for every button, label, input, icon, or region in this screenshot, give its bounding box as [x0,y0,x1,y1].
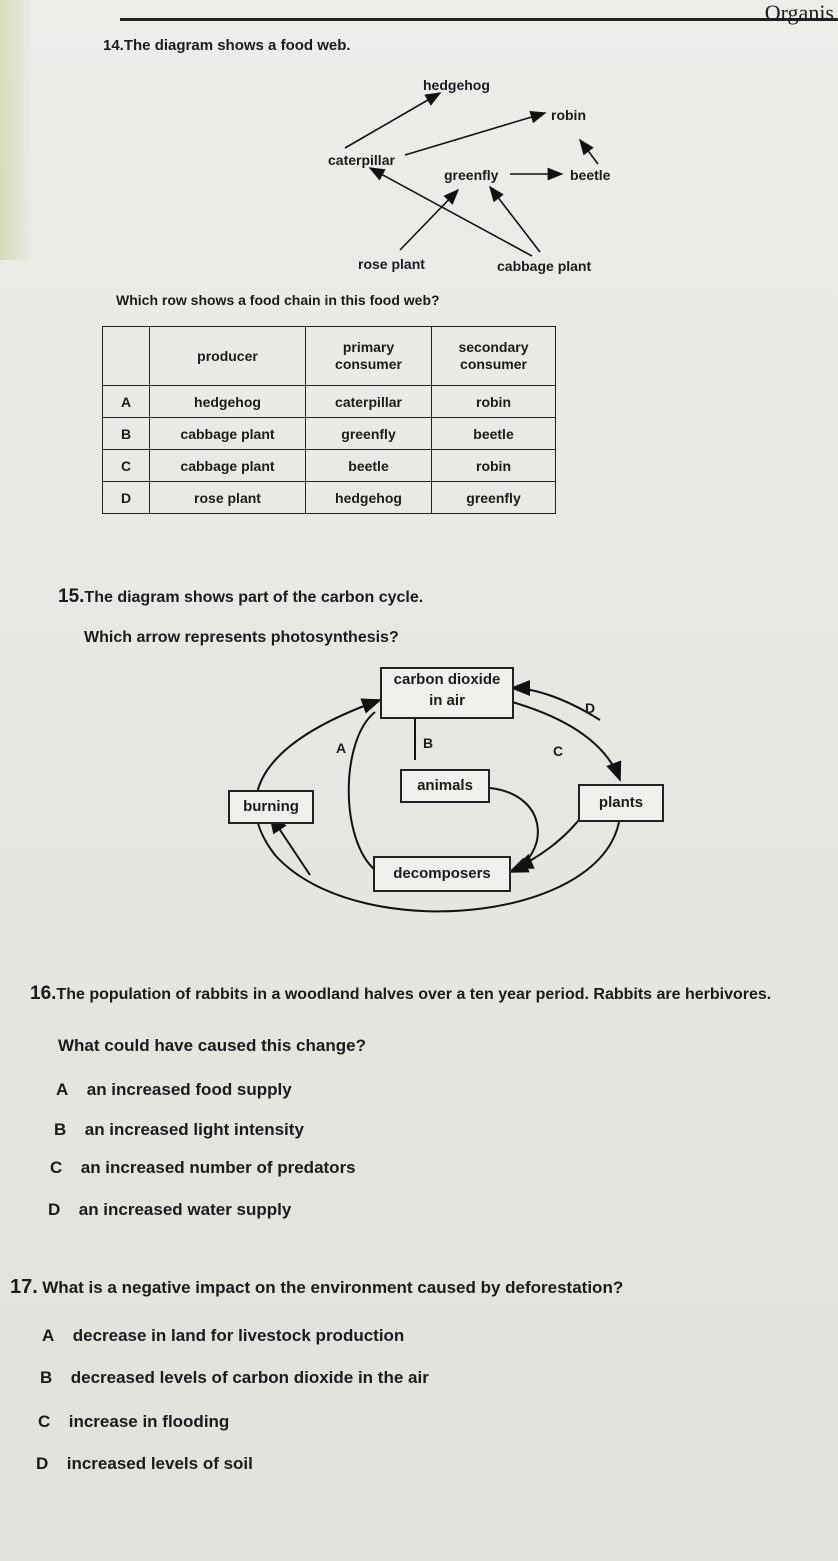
q16-option-c[interactable]: C an increased number of predators [50,1158,356,1178]
q16-option-b[interactable]: B an increased light intensity [54,1120,304,1140]
box-plants: plants [578,784,664,822]
arrow-caterpillar-hedgehog [344,92,442,149]
q16-title: The population of rabbits in a woodland … [56,986,772,1003]
option-letter: C [38,1412,51,1431]
arrow-label-d: D [585,700,596,716]
row-letter: B [102,417,150,450]
q15-title: The diagram shows part of the carbon cyc… [84,589,424,606]
arrow-label-a: A [336,740,347,756]
q15-prompt: Which arrow represents photosynthesis? [84,629,399,646]
table-header-producer: producer [149,326,306,386]
arrow-cabbage-caterpillar [368,167,533,257]
option-text: decreased levels of carbon dioxide in th… [70,1368,429,1387]
header-section-title: Organis [764,0,834,25]
q14-heading: 14.The diagram shows a food web. [103,37,351,54]
box-carbon-dioxide: carbon dioxide in air [380,667,514,719]
option-text: an increased food supply [86,1080,292,1099]
q15-heading: 15.The diagram shows part of the carbon … [58,586,423,608]
arrow-roseplant-greenfly [399,188,460,251]
option-letter: B [54,1120,67,1139]
option-text: an increased light intensity [84,1120,304,1139]
q17-title: What is a negative impact on the environ… [42,1278,624,1297]
web-label-robin: robin [551,107,586,123]
q17-heading: 17. What is a negative impact on the env… [10,1276,623,1299]
box-burning: burning [228,790,314,824]
row-letter: A [102,385,150,418]
q17-option-d[interactable]: D increased levels of soil [36,1454,253,1474]
arrow-label-b: B [423,735,434,751]
web-label-cabbage-plant: cabbage plant [497,258,592,274]
q17-option-b[interactable]: B decreased levels of carbon dioxide in … [40,1368,429,1388]
row-secondary: beetle [431,417,556,450]
option-text: decrease in land for livestock productio… [72,1326,405,1345]
row-primary: greenfly [305,417,432,450]
arrow-to-burning [268,813,311,876]
q17-option-c[interactable]: C increase in flooding [38,1412,229,1432]
row-producer: hedgehog [149,385,306,418]
option-letter: A [42,1326,55,1345]
table-row: A hedgehog caterpillar robin [102,385,556,418]
q14-number: 14. [103,37,124,54]
option-letter: D [36,1454,49,1473]
arrow-label-c: C [553,743,564,759]
table-row: C cabbage plant beetle robin [102,449,556,482]
box-co2-line1: carbon dioxide [393,671,501,688]
q16-heading: 16.The population of rabbits in a woodla… [30,983,771,1005]
arrow-caterpillar-robin [404,111,547,156]
arrow-c-air-to-plants [504,699,622,782]
web-label-rose-plant: rose plant [358,256,425,272]
box-animals: animals [400,769,490,803]
option-text: increase in flooding [68,1412,230,1431]
q15-number: 15. [58,586,85,607]
web-label-caterpillar: caterpillar [328,152,395,168]
table-header-empty [102,326,150,386]
box-decomposers: decomposers [373,856,511,892]
option-text: an increased number of predators [80,1158,356,1177]
table-header-secondary: secondary consumer [431,326,556,386]
arrow-beetle-robin [579,138,599,165]
row-producer: cabbage plant [149,417,306,450]
food-web-diagram [344,92,599,257]
q14-title: The diagram shows a food web. [123,37,351,54]
row-primary: beetle [305,449,432,482]
web-label-beetle: beetle [570,167,611,183]
arrow-d-plants-to-air [510,680,601,721]
q16-prompt: What could have caused this change? [58,1036,366,1055]
box-co2-line2: in air [429,692,465,709]
q14-prompt: Which row shows a food chain in this foo… [116,292,440,308]
food-chain-table: producer primary consumer secondary cons… [102,326,556,514]
option-letter: B [40,1368,53,1387]
arrow-inner-left [347,711,376,871]
row-secondary: robin [431,385,556,418]
arrow-plants-to-decomposers [513,811,586,869]
option-text: an increased water supply [78,1200,292,1219]
option-letter: D [48,1200,61,1219]
row-secondary: greenfly [431,481,556,514]
arrow-cabbage-beetle [489,185,541,253]
table-row: B cabbage plant greenfly beetle [102,417,556,450]
q16-number: 16. [30,983,57,1004]
row-secondary: robin [431,449,556,482]
table-row: D rose plant hedgehog greenfly [102,481,556,514]
header-rule [120,18,838,21]
table-header-primary: primary consumer [305,326,432,386]
option-letter: A [56,1080,69,1099]
option-text: increased levels of soil [66,1454,253,1473]
row-primary: caterpillar [305,385,432,418]
q16-option-a[interactable]: A an increased food supply [56,1080,292,1100]
option-letter: C [50,1158,63,1177]
row-letter: C [102,449,150,482]
q17-option-a[interactable]: A decrease in land for livestock product… [42,1326,404,1346]
web-label-hedgehog: hedgehog [423,77,490,93]
row-producer: cabbage plant [149,449,306,482]
arrow-a-burning-to-air [254,698,622,913]
q16-option-d[interactable]: D an increased water supply [48,1200,291,1220]
page-edge-shadow [0,0,30,260]
row-primary: hedgehog [305,481,432,514]
row-letter: D [102,481,150,514]
web-label-greenfly: greenfly [444,167,499,183]
q17-number: 17. [10,1276,38,1298]
row-producer: rose plant [149,481,306,514]
